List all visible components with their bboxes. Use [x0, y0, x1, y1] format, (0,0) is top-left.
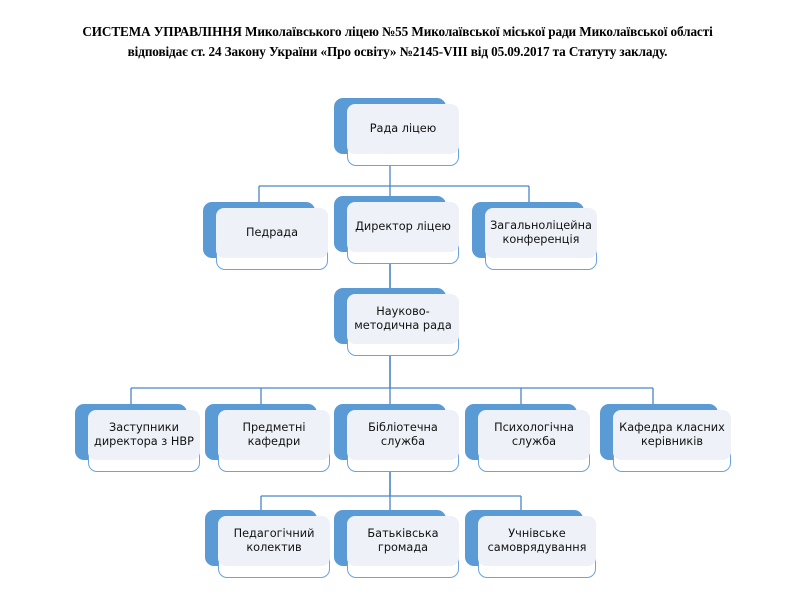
node-label: Директор ліцею	[347, 202, 459, 252]
node-label: Предметні кафедри	[218, 410, 330, 460]
node-label: Кафедра класних керівників	[613, 410, 731, 460]
node-label: Науково- методична рада	[347, 294, 459, 344]
page-title-line-2: відповідає ст. 24 Закону України «Про ос…	[127, 44, 668, 59]
node-label: Заступники директора з НВР	[88, 410, 200, 460]
node-label: Учнівське самоврядування	[478, 516, 596, 566]
page-title-line-1: СИСТЕМА УПРАВЛІННЯ Миколаївського ліцею …	[82, 24, 713, 39]
node-label: Педагогічний колектив	[218, 516, 330, 566]
node-label: Педрада	[216, 208, 328, 258]
node-label: Психологічна служба	[478, 410, 590, 460]
node-label: Бібліотечна служба	[347, 410, 459, 460]
node-label: Рада ліцею	[347, 104, 459, 154]
node-label: Загальноліцейна конференція	[485, 208, 597, 258]
page-title: СИСТЕМА УПРАВЛІННЯ Миколаївського ліцею …	[40, 22, 755, 62]
node-label: Батьківська громада	[347, 516, 459, 566]
